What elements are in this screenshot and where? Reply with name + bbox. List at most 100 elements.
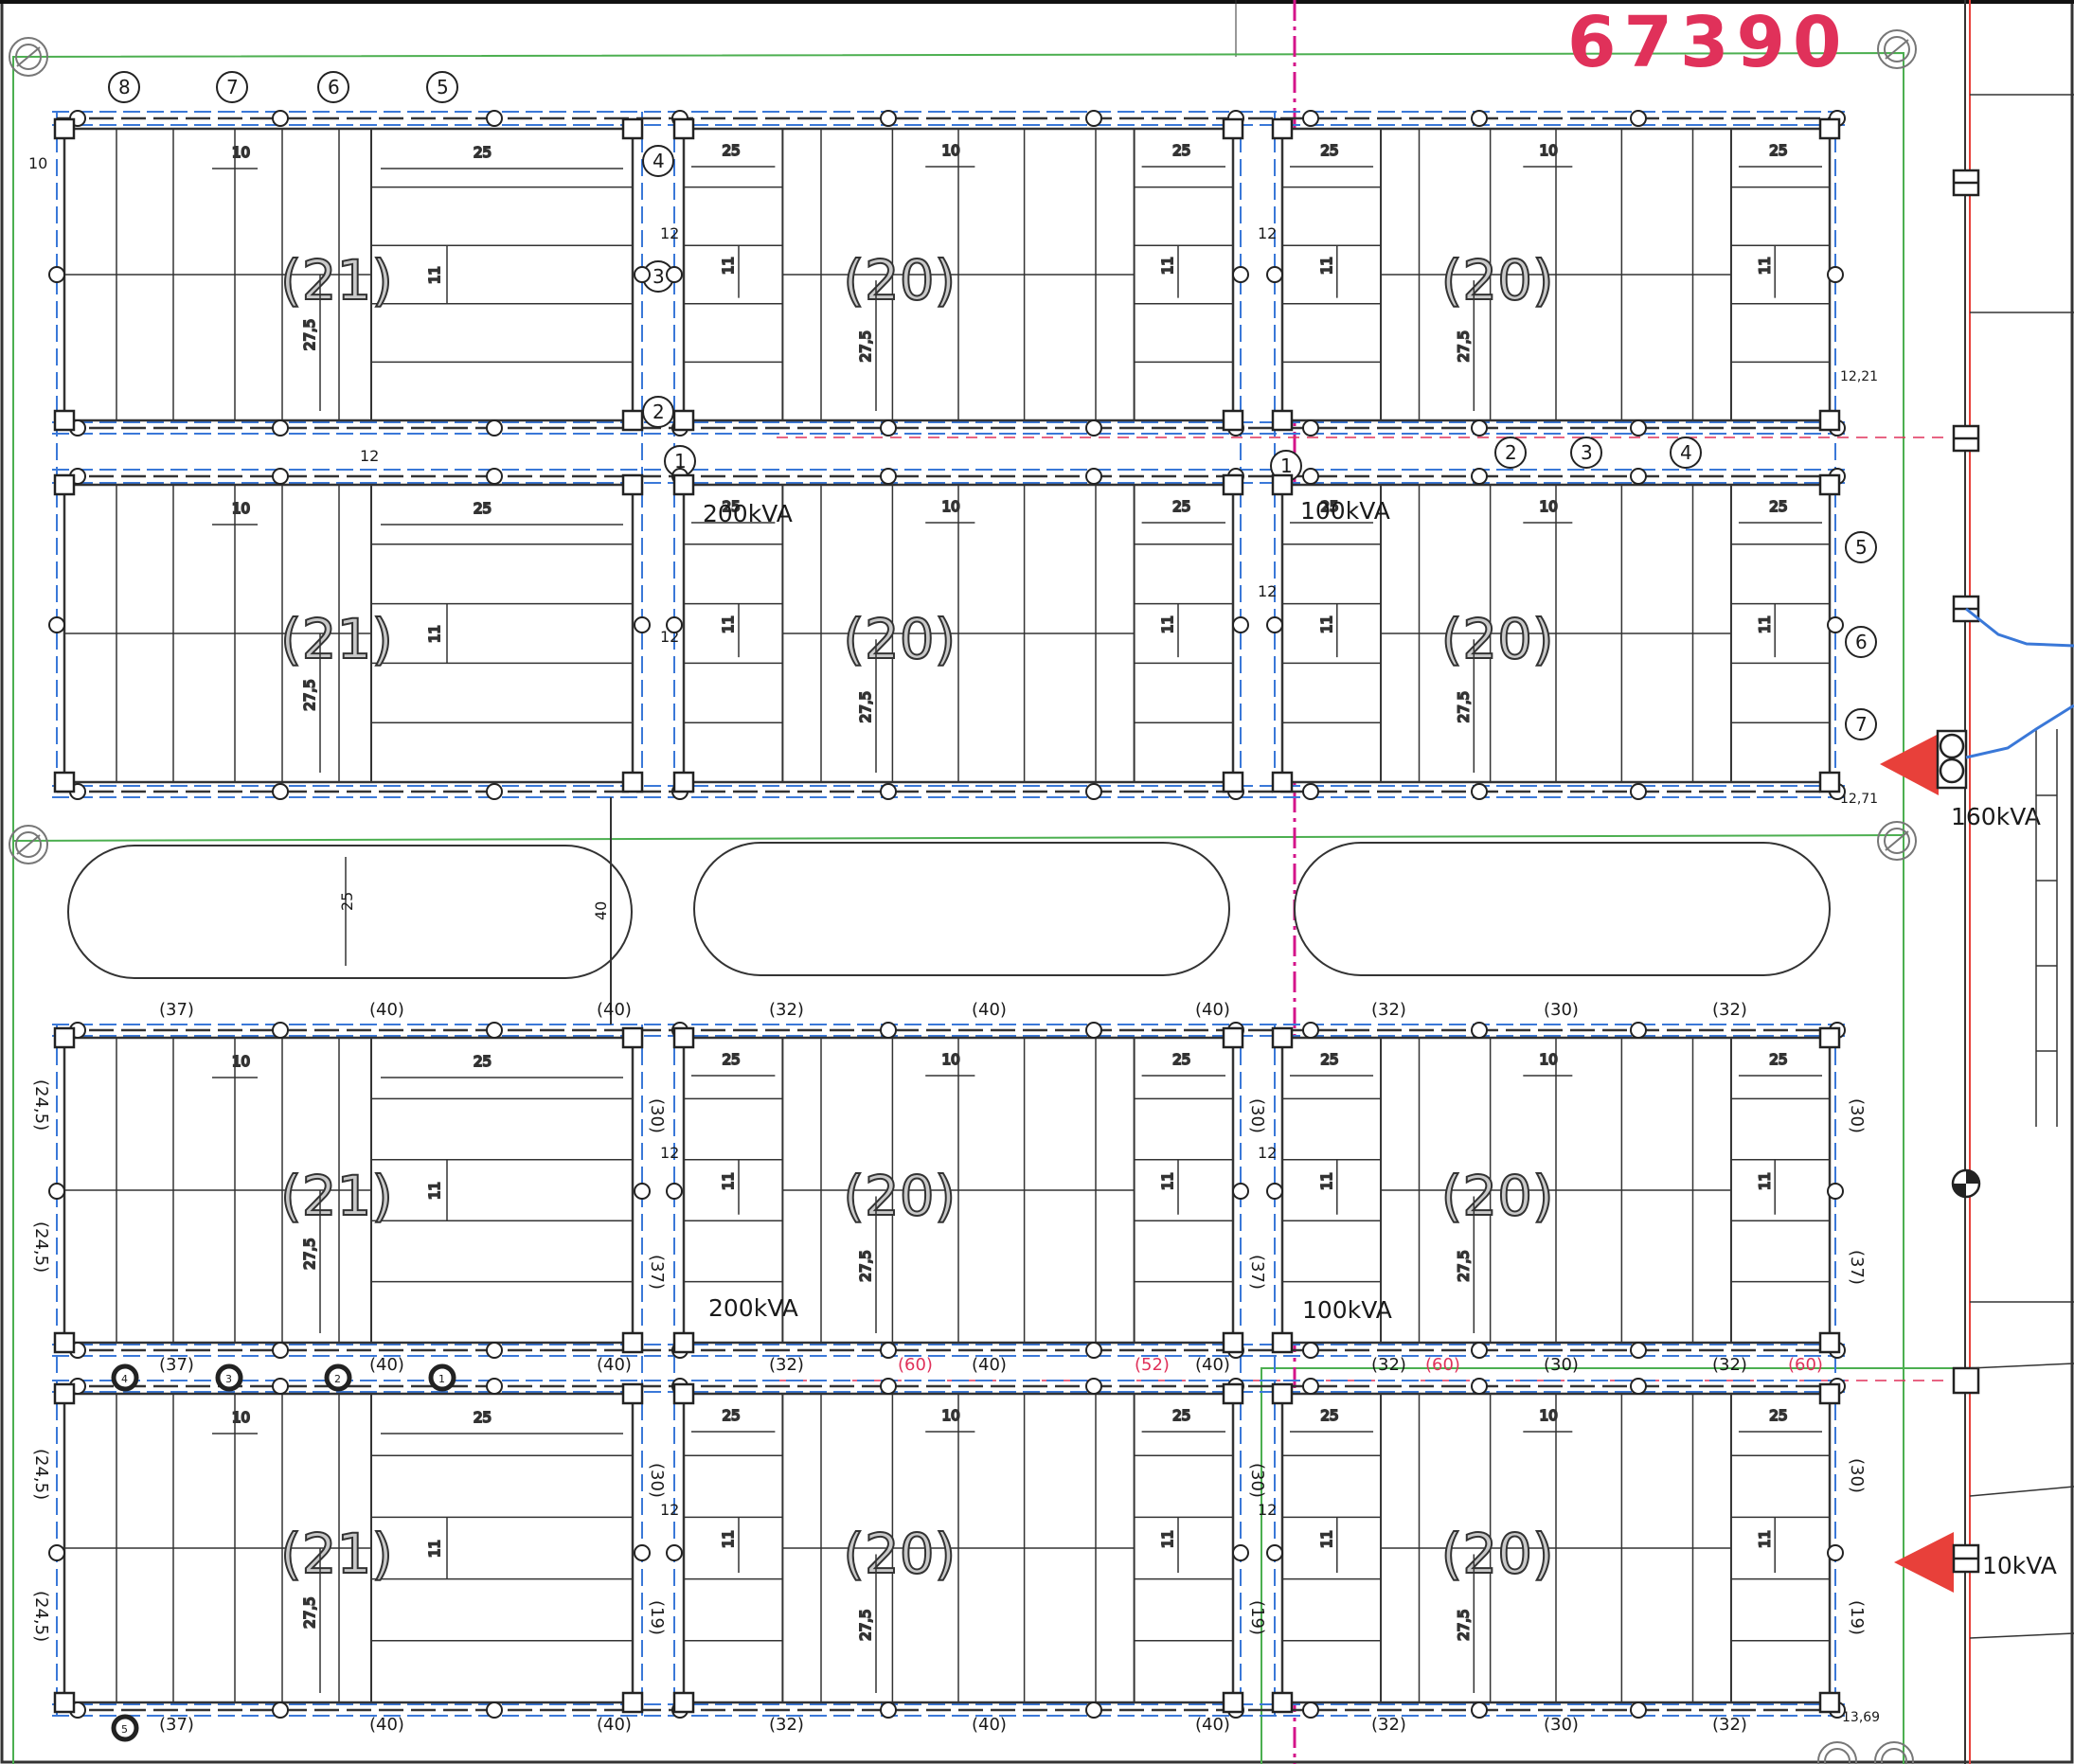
pole-number: 5 [121,1723,128,1736]
pole-icon [272,419,289,437]
street-width-label: (32) [1712,1000,1747,1020]
pole-icon [1266,266,1283,283]
red-arrow-marker [1894,1532,1954,1593]
pole-number-marker: 5 [1845,531,1877,563]
pole-circle [642,145,674,177]
pole-icon [1630,110,1647,127]
junction-box-icon [53,1026,76,1049]
pole-icon [1302,783,1319,800]
street-width-label: (37) [159,1715,194,1735]
street-width-label: (52) [1135,1355,1170,1375]
pole-icon [666,616,683,633]
pole-icon [666,1544,683,1561]
pole-icon [880,110,897,127]
survey-marker-icon [1874,1741,1914,1764]
junction-box-icon [672,473,695,496]
pole-circle [1845,708,1877,740]
pole-circle [317,71,349,103]
street-labels: (37)(40)(40)(32)(40)(40)(32)(30)(32)(37)… [28,154,1880,1735]
street-width-label: (37) [647,1255,667,1290]
pole-icon [1266,616,1283,633]
transformer-100kva-top: 100kVA [1300,497,1390,525]
junction-box-icon [672,771,695,793]
dim-label: 25 [1769,142,1787,159]
dim-label: 11 [720,257,737,275]
dim-label: 11 [426,1182,443,1200]
street-width-label: (40) [1195,1000,1230,1020]
dim-label: 11 [426,266,443,284]
junction-box-icon [621,1382,644,1405]
dim-oval-gap: 40 [592,901,610,920]
pole-number: 4 [1680,441,1692,464]
pole-icon [272,110,289,127]
junction-box-icon [621,409,644,432]
dim-label: 25 [1172,142,1190,159]
junction-box-icon [1271,117,1294,140]
dim-label: 11 [1159,1172,1176,1190]
plot-area-label: (20) [1441,248,1554,312]
pole-icon [634,1183,651,1200]
dim-label: 25 [474,500,492,517]
transformer-200kva-top: 200kVA [703,500,793,527]
pole-icon [880,783,897,800]
junction-box-icon [1222,117,1244,140]
junction-box-icon [1818,1026,1841,1049]
pole-icon [1471,110,1488,127]
plot-area-label: (20) [1441,1164,1554,1228]
dim-label: 27,5 [301,679,318,710]
street-width-label: (32) [1712,1355,1747,1375]
street-width-label: (19) [647,1600,667,1635]
pole-number: 2 [653,401,665,423]
dim-label: 10 [232,1053,250,1070]
street-width-label: (40) [369,1355,404,1375]
dim-label: 10 [1540,142,1558,159]
plot-area-label: (20) [843,1522,956,1586]
dim-label: 25 [1320,142,1338,159]
blue-cable-icon [1965,607,2074,759]
pole-icon [1630,1702,1647,1719]
green-line-mid [12,834,1904,842]
pole-icon [880,419,897,437]
junction-box-icon [1271,771,1294,793]
junction-box-icon [672,409,695,432]
dim-oval-width: 25 [338,892,356,911]
junction-box-icon [53,1382,76,1405]
junction-box-icon [672,1331,695,1354]
pole-icon [272,783,289,800]
pole-icon [48,1183,65,1200]
pole-icon [634,1544,651,1561]
pole-icon [1232,616,1249,633]
plan-number: 67390 [1567,2,1849,83]
cable-ladder [1969,94,2074,1639]
junction-box-icon [53,1691,76,1714]
pole-number-marker: 4 [111,1363,139,1392]
pole-circle [1845,626,1877,658]
plot-area-label: (20) [1441,1522,1554,1586]
pole-number: 5 [437,76,449,98]
street-width-label: (32) [1371,1355,1406,1375]
pole-number-marker: 6 [1845,626,1877,658]
dim-label: 12,71 [1840,792,1878,807]
street-width-label: (19) [1247,1600,1267,1635]
dim-label: 27,5 [1456,691,1473,722]
pole-circle [1845,531,1877,563]
pole-icon [1827,616,1844,633]
street-width-label: (24,5) [31,1079,51,1131]
cable-lines [57,116,1835,1712]
green-space-oval-2 [693,842,1230,976]
pole-icon [1232,1183,1249,1200]
junction-box-icon [672,1026,695,1049]
junction-box-icon [1818,1382,1841,1405]
dim-label: 11 [1756,1530,1773,1548]
pole-circle [111,1363,139,1392]
junction-box-icon [1222,409,1244,432]
pole-icon [1302,1702,1319,1719]
plot-area-label: (21) [280,248,393,312]
street-width-label: (40) [369,1000,404,1020]
dim-label: 12 [660,224,679,242]
junction-box-icon [1818,473,1841,496]
